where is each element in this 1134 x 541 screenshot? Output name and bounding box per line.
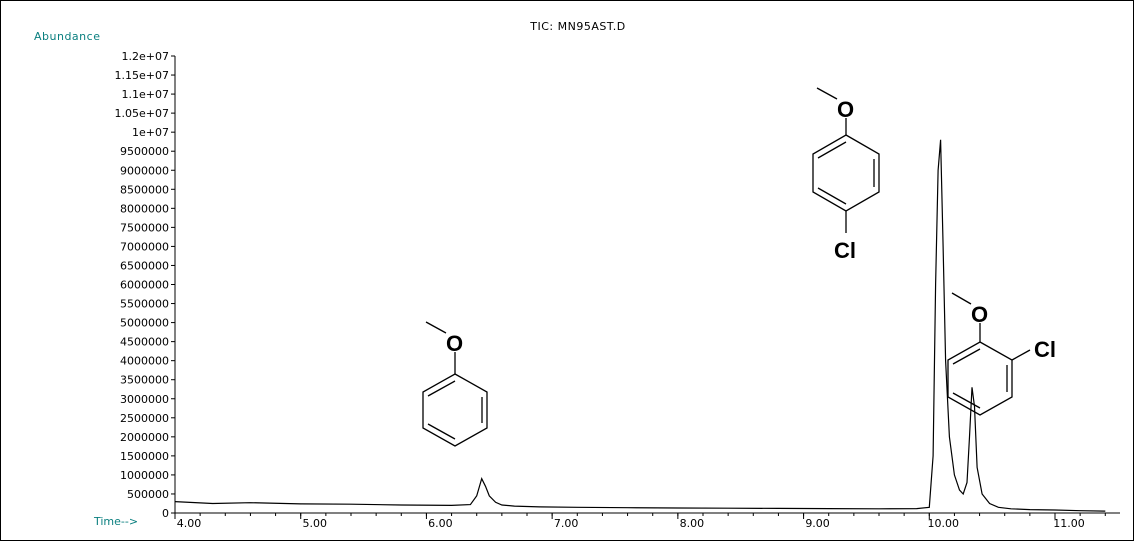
tic-trace-series — [174, 139, 1106, 512]
y-tick-label: 4500000 — [120, 336, 169, 349]
x-tick-label: 5.00 — [302, 517, 327, 530]
y-tick-label: 2500000 — [120, 412, 169, 425]
y-tick-label: 1000000 — [120, 469, 169, 482]
y-tick-label: 3500000 — [120, 374, 169, 387]
y-tick-label: 9500000 — [120, 145, 169, 158]
anisole-double-bond-2 — [427, 423, 456, 440]
y-tick-label: 7000000 — [120, 240, 169, 253]
x-minor-ticks — [174, 513, 1106, 516]
y-tick-label: 500000 — [127, 488, 169, 501]
y-tick-label: 1.2e+07 — [122, 50, 169, 63]
x-tick-label: 9.00 — [805, 517, 830, 530]
y-tick-label: 7500000 — [120, 221, 169, 234]
y-tick-label: 1.05e+07 — [115, 107, 169, 120]
y-tick-label: 5000000 — [120, 317, 169, 330]
x-tick-label: 7.00 — [554, 517, 579, 530]
o-ring — [947, 341, 1013, 416]
o-oxygen-label: O — [971, 302, 988, 327]
y-tick-label: 1.1e+07 — [122, 88, 169, 101]
o-cl-bond — [1011, 349, 1031, 361]
y-tick-label: 1e+07 — [132, 126, 169, 139]
p-oxygen-label: O — [837, 97, 854, 122]
y-tick-label: 5500000 — [120, 298, 169, 311]
o-chlorine-label: Cl — [1034, 337, 1056, 362]
chart-title: TIC: MN95AST.D — [529, 20, 625, 33]
y-tick-label: 9000000 — [120, 164, 169, 177]
y-ticks: 0 500000 1000000 1500000 2000000 2500000 30000… — [115, 50, 175, 520]
x-tick-label: 6.00 — [428, 517, 453, 530]
y-axis-label: Abundance — [34, 30, 100, 43]
2-chloroanisole-structure — [947, 292, 1031, 416]
anisole-structure — [422, 321, 488, 447]
anisole-ring — [422, 373, 488, 447]
x-axis-label: Time--> — [93, 515, 138, 528]
x-tick-label: 4.00 — [177, 517, 202, 530]
p-chlorine-label: Cl — [834, 238, 856, 263]
y-tick-label: 3000000 — [120, 393, 169, 406]
x-tick-label: 11.00 — [1053, 517, 1085, 530]
4-chloroanisole-structure — [812, 87, 880, 233]
anisole-double-bond-3 — [427, 380, 456, 397]
x-tick-label: 10.00 — [928, 517, 960, 530]
y-tick-label: 8500000 — [120, 183, 169, 196]
p-ring — [812, 134, 880, 212]
y-tick-label: 6500000 — [120, 259, 169, 272]
o-double-bond-2 — [952, 392, 981, 409]
o-methyl-bond — [951, 292, 972, 305]
y-tick-label: 8000000 — [120, 202, 169, 215]
p-double-bond-3 — [817, 141, 847, 159]
y-tick-label: 0 — [162, 507, 169, 520]
y-tick-label: 2000000 — [120, 431, 169, 444]
p-methyl-bond — [816, 87, 838, 100]
anisole-oxygen-label: O — [446, 331, 463, 356]
o-double-bond-3 — [952, 348, 981, 365]
p-double-bond-2 — [817, 187, 847, 205]
y-tick-label: 6000000 — [120, 279, 169, 292]
x-ticks: 4.00 5.00 6.00 7.00 8.00 9.00 10.00 11.00 — [174, 513, 1085, 530]
x-tick-label: 8.00 — [680, 517, 705, 530]
y-tick-label: 4000000 — [120, 355, 169, 368]
y-tick-label: 1.15e+07 — [115, 69, 169, 82]
anisole-methyl-bond — [425, 321, 447, 334]
y-tick-label: 1500000 — [120, 450, 169, 463]
